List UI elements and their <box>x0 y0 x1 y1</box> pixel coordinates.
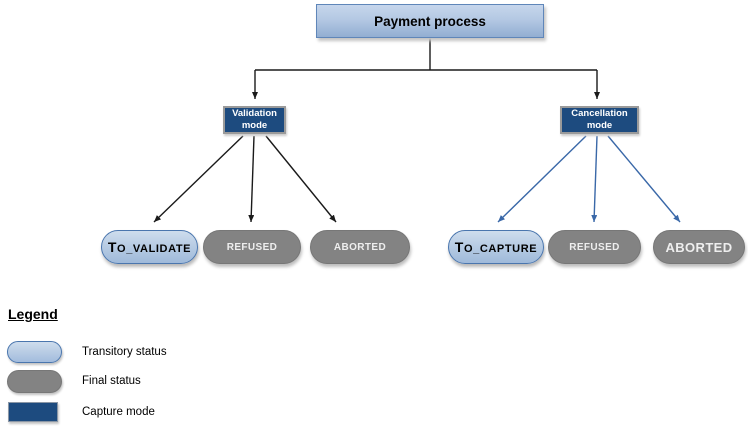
legend-capture-swatch <box>8 402 58 422</box>
status-refused-cancellation: REFUSED <box>548 230 641 264</box>
status-refused-validation: REFUSED <box>203 230 301 264</box>
legend-title: Legend <box>8 306 58 322</box>
tree-connector <box>252 38 600 99</box>
status-aborted-validation: ABORTED <box>310 230 410 264</box>
status-to-validate: TO_VALIDATE <box>101 230 198 264</box>
status-aborted-cancellation: ABORTED <box>653 230 745 264</box>
status-to-validate-label: TO_VALIDATE <box>107 239 192 255</box>
legend-transitory-label: Transitory status <box>82 346 167 358</box>
status-aborted-validation-label: ABORTED <box>333 241 387 253</box>
status-refused-validation-label: REFUSED <box>226 241 278 253</box>
payment-process-node: Payment process <box>316 4 544 38</box>
status-to-capture: TO_CAPTURE <box>448 230 544 264</box>
validation-mode-label: Validation mode <box>232 108 277 131</box>
cancellation-mode-label: Cancellation mode <box>571 108 628 131</box>
cancellation-arrows <box>497 135 681 223</box>
validation-mode-node: Validation mode <box>223 106 286 134</box>
validation-arrows <box>153 135 337 223</box>
status-refused-cancellation-label: REFUSED <box>569 241 620 253</box>
legend-capture-label: Capture mode <box>82 406 155 418</box>
status-to-capture-label: TO_CAPTURE <box>454 239 538 255</box>
legend-final-label: Final status <box>82 375 141 387</box>
status-aborted-cancellation-label: ABORTED <box>665 239 733 255</box>
cancellation-mode-node: Cancellation mode <box>560 106 639 134</box>
legend-transitory-swatch <box>7 341 62 363</box>
legend-final-swatch <box>7 370 62 393</box>
payment-process-label: Payment process <box>374 13 486 29</box>
